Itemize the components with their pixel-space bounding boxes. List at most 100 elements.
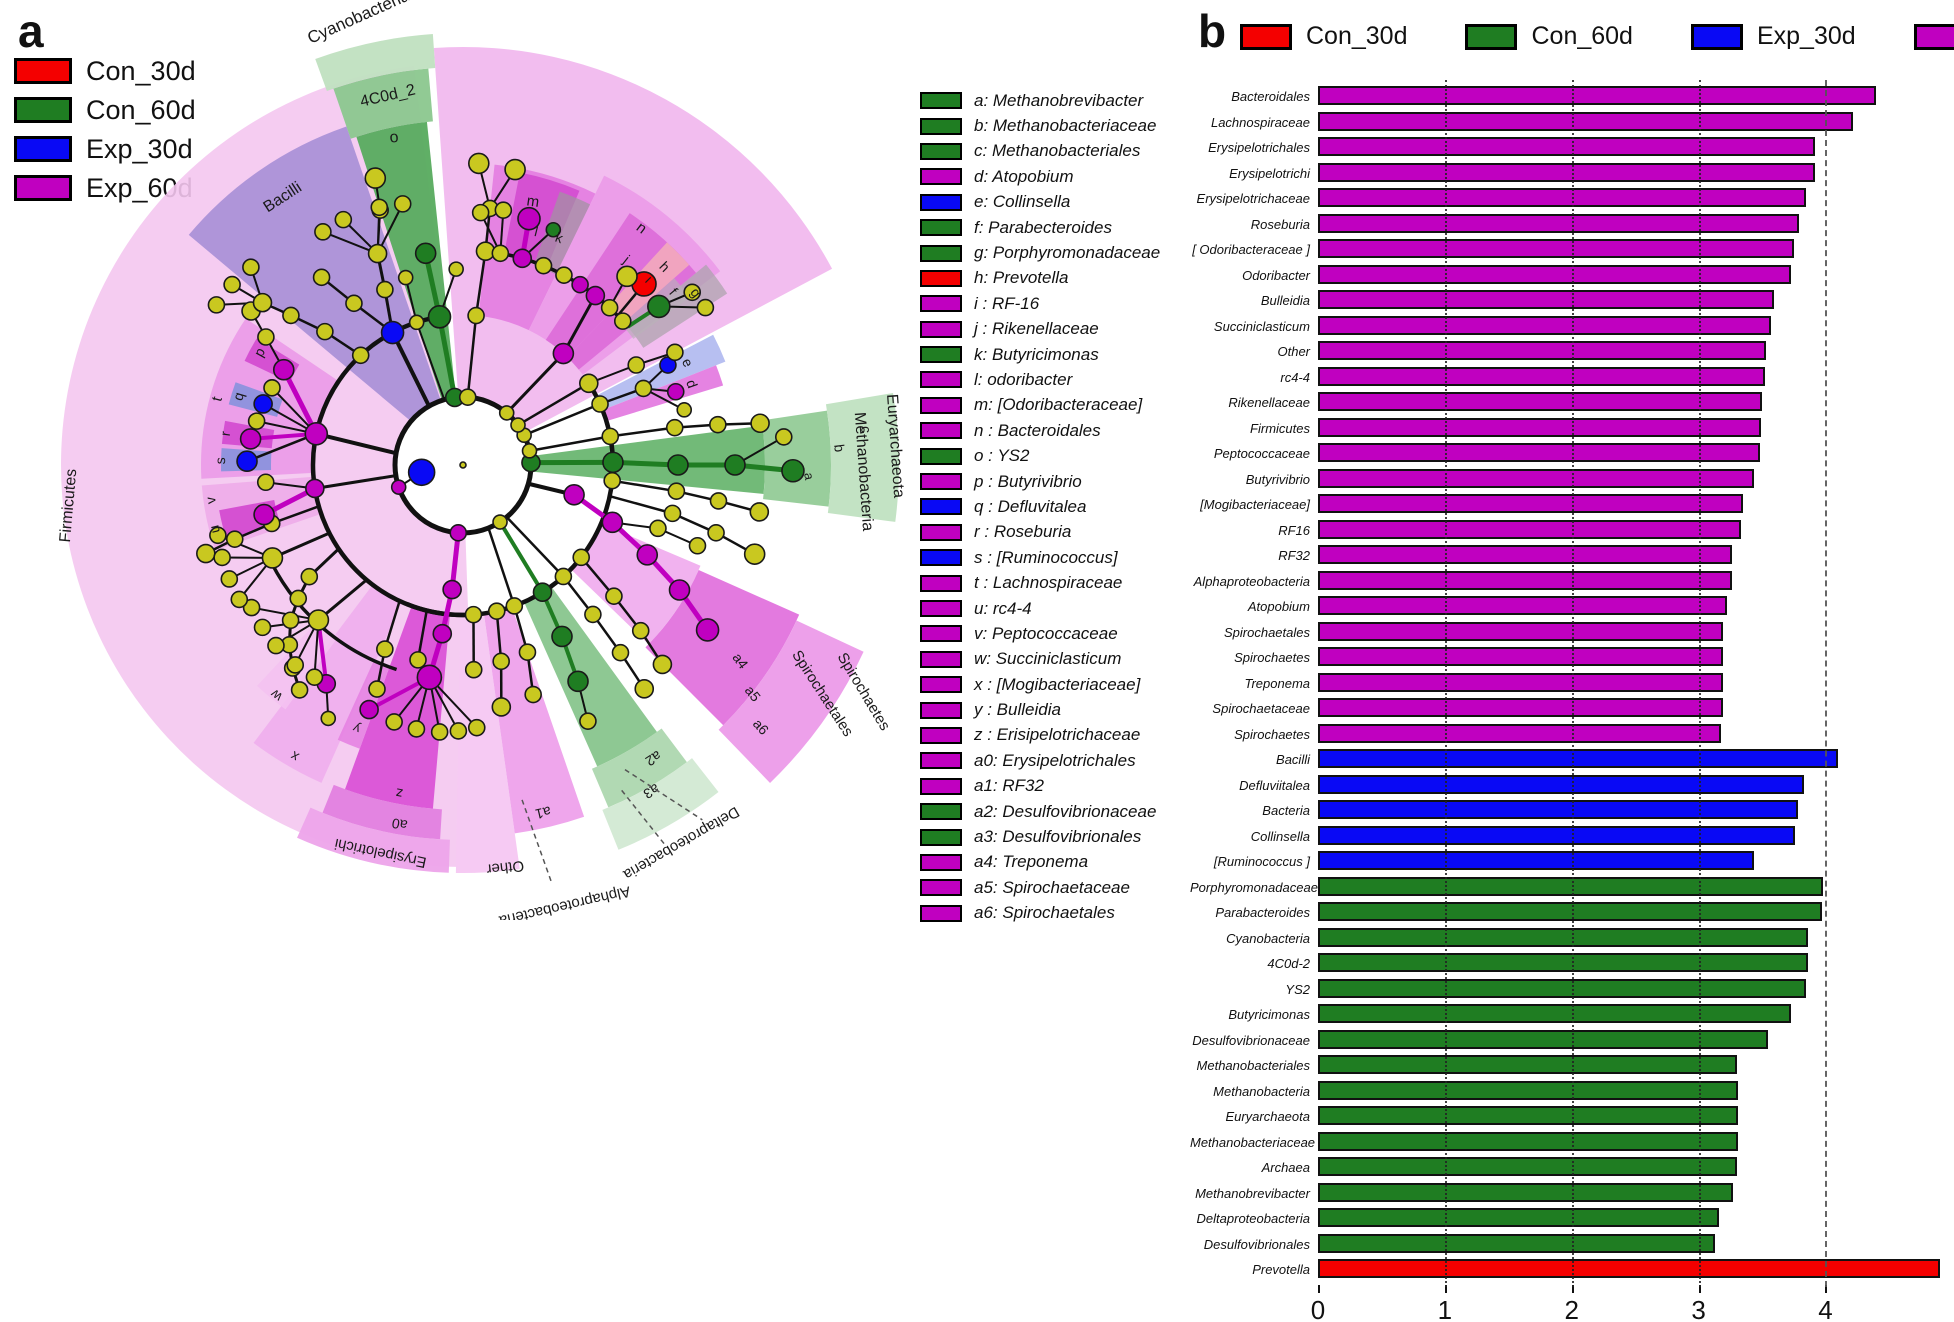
clade-node [380,320,405,345]
lda-bar [1318,494,1743,513]
taxa-key-label: o : YS2 [974,446,1030,466]
taxa-key-label: c: Methanobacteriales [974,141,1141,161]
taxa-key-swatch [920,904,962,922]
taxa-key-row: y : Bulleidia [920,697,1190,722]
clade-node [487,602,506,620]
bar-track [1318,135,1946,161]
taxa-key-label: a6: Spirochaetales [974,903,1115,923]
axis-tick-label: 2 [1564,1294,1579,1322]
bar-row: Alphaproteobacteria [1190,569,1954,595]
taxa-key-label: r : Roseburia [974,522,1072,542]
taxa-key-swatch [920,777,962,795]
lda-bar [1318,1131,1738,1151]
bar-track [1318,339,1946,365]
clade-node [551,625,573,648]
lda-bar [1318,1208,1719,1227]
taxa-key-row: r : Roseburia [920,520,1190,545]
clade-node [649,519,667,538]
clade-node [468,152,490,175]
clade-label: a [801,471,817,481]
clade-node [261,547,284,569]
taxa-key-row: b: Methanobacteriaceae [920,113,1190,138]
taxa-key-label: j : Rikenellaceae [974,319,1099,339]
leader-line [621,789,666,846]
axis-tick-label: 4 [1818,1294,1833,1322]
clade-node [247,412,266,430]
bar-track [1318,518,1946,544]
bar-row: Cyanobacteria [1190,926,1954,952]
clade-node [316,322,334,341]
clade-node [252,292,273,313]
taxa-key-row: w: Succiniclasticum [920,647,1190,672]
clade-node [579,712,597,730]
legend-swatch [14,58,72,84]
bar-row: Desulfovibrionaceae [1190,1028,1954,1054]
clade-node [257,328,275,346]
euryarchaeota-inner [530,425,765,494]
bar-row: Bacteria [1190,798,1954,824]
bar-track [1318,926,1946,952]
clade-label: b [831,443,848,453]
bar-label: Butyricimonas [1228,1007,1310,1023]
bar-track [1318,441,1946,467]
legend-swatch [1913,23,1954,50]
bar-row: Bulleidia [1190,288,1954,314]
bar-track [1318,1028,1946,1054]
bar-row: RF16 [1190,518,1954,544]
spirochaetes-outer [718,620,864,783]
taxa-key-label: y : Bulleidia [974,700,1061,720]
taxa-key-label: w: Succiniclasticum [974,649,1122,669]
clade-node [504,158,526,181]
bar-row: Erysipelotrichaceae [1190,186,1954,212]
clade-node [563,483,585,506]
taxa-key-row: v: Peptococcaceae [920,621,1190,646]
clade-node [304,422,329,446]
taxa-key-label: a2: Desulfovibrionaceae [974,801,1157,821]
taxa-key-label: a5: Spirochaetaceae [974,877,1130,897]
clade-label: a3 [641,781,663,803]
cyanobacteria-wedge [315,34,436,92]
clade-node [300,567,319,586]
clade-node [492,514,508,530]
taxa-key-swatch [920,498,962,516]
clade-node [774,428,793,446]
clade-label: z [394,785,404,802]
lda-bar [1318,1157,1737,1176]
clade-node [467,306,485,325]
lda-bar [1318,264,1792,284]
bar-label: Erysipelotrichaceae [1196,191,1310,207]
clade-node [475,241,496,261]
legend-label: Con_30d [86,55,196,86]
bar-label: Desulfovibrionaceae [1192,1032,1310,1048]
bar-track [1318,900,1946,926]
legend-label: Con_30d [1306,22,1408,50]
lda-bar [1318,647,1723,666]
cladogram: Cyanobacteria4C0d_2oBacilliFirmicutesEur… [57,0,907,920]
clade-node [209,526,227,545]
clade-node [571,275,589,294]
bar-label: Cyanobacteria [1226,930,1310,946]
clade-node [567,670,589,693]
bar-row: Bacilli [1190,747,1954,773]
bar-row: Butyrivibrio [1190,467,1954,493]
bar-row: Treponema [1190,671,1954,697]
clade-node [464,660,483,679]
clade-node [449,524,468,542]
taxa-key-swatch [920,650,962,668]
clade-node [359,699,379,720]
clade-node [749,502,770,522]
legend-item: Exp_30d [14,134,196,164]
legend-label: Exp_30d [86,133,193,164]
bar-track [1318,1155,1946,1181]
bar-row: Methanobacteria [1190,1079,1954,1105]
taxa-key-swatch [920,574,962,592]
bar-track [1318,798,1946,824]
taxa-key-row: o : YS2 [920,443,1190,468]
clade-node [239,428,262,450]
clade-node [601,427,620,446]
bar-track [1318,84,1946,110]
bar-label: Other [1277,344,1310,360]
delta-wedge [602,758,719,850]
bar-label: [Ruminococcus ] [1213,854,1310,870]
